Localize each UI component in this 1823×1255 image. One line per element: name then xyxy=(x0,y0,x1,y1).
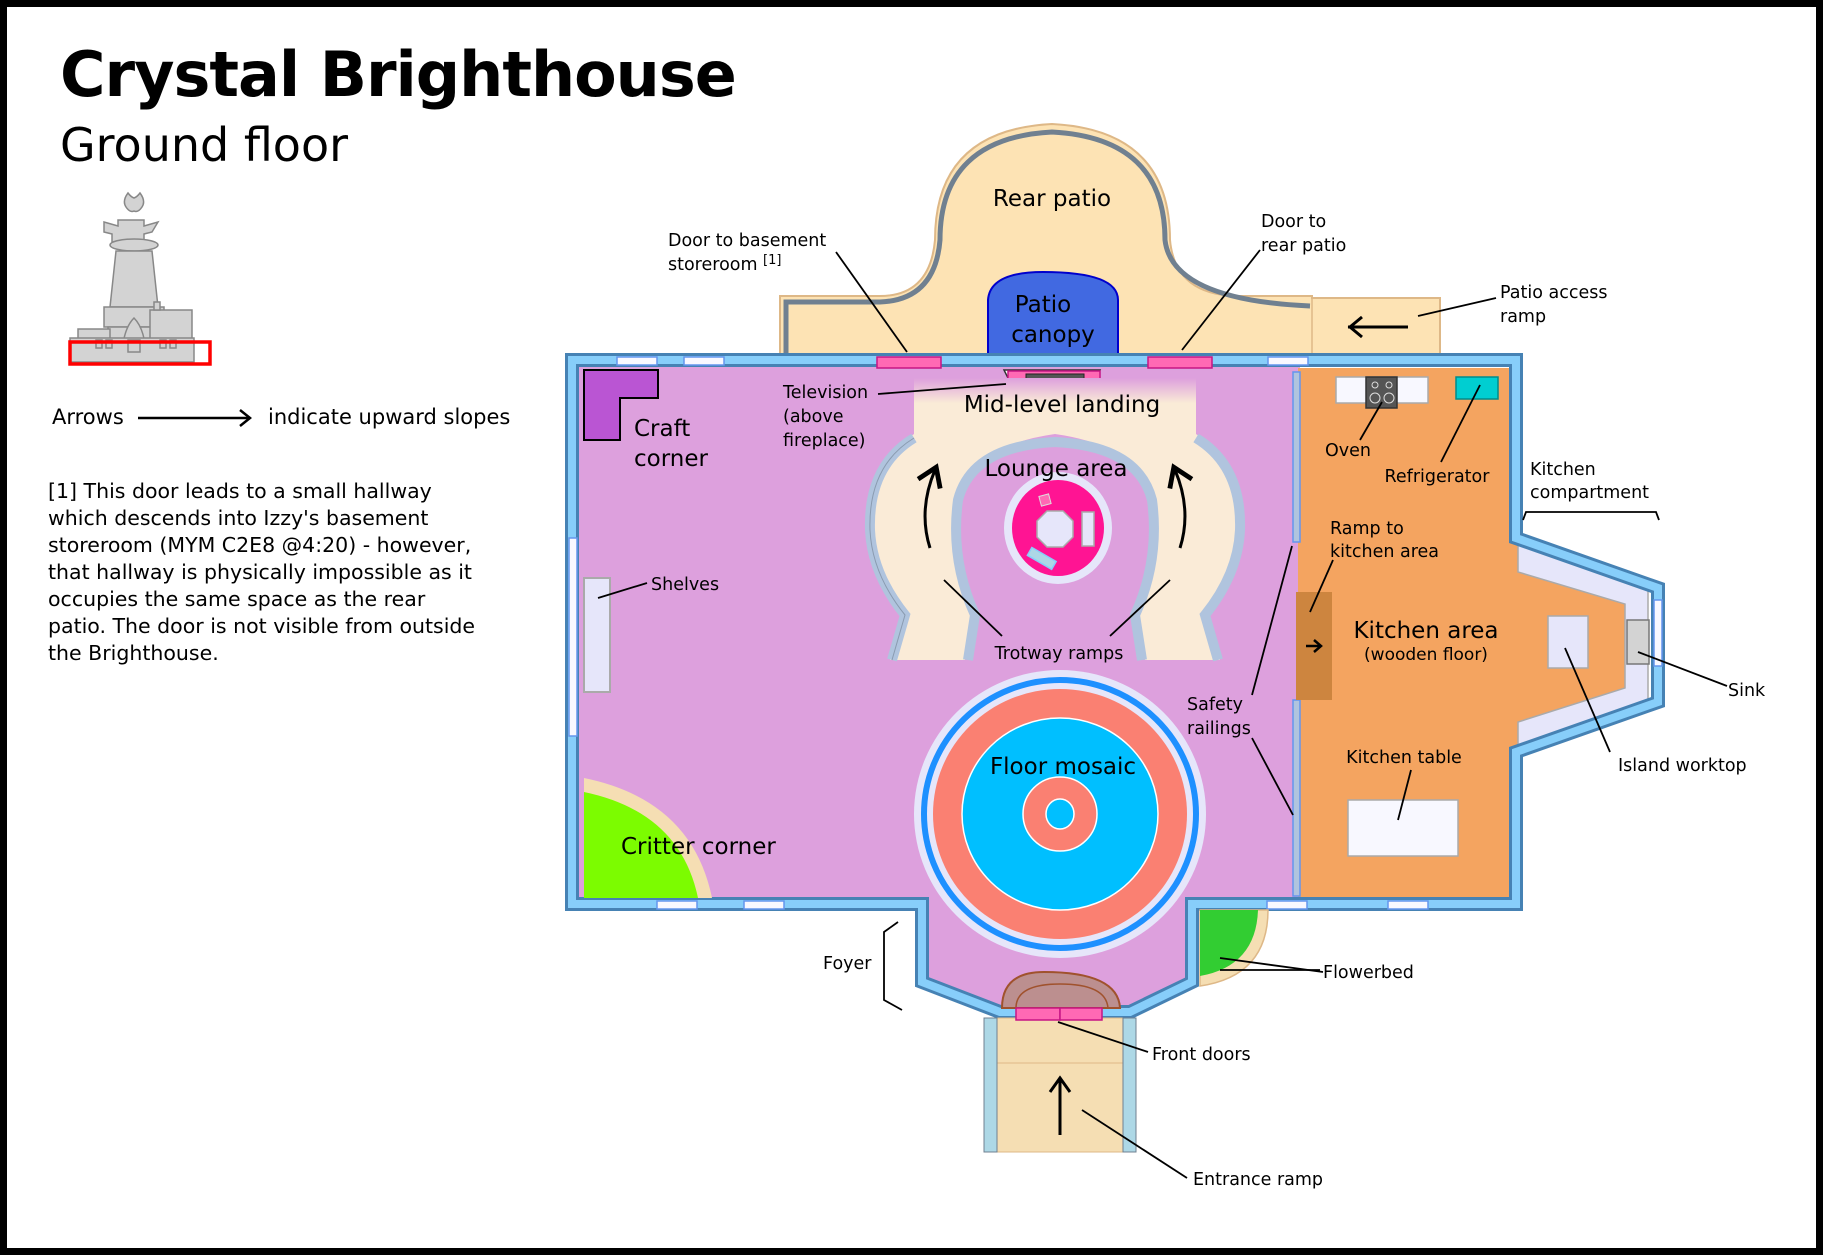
label-entrance-ramp: Entrance ramp xyxy=(1193,1170,1323,1190)
flowerbed xyxy=(1200,910,1258,976)
leader-lines xyxy=(597,249,1728,1179)
window xyxy=(1267,356,1309,366)
label-refrigerator: Refrigerator xyxy=(1385,467,1491,487)
label-door-basement-2: storeroom xyxy=(668,255,758,275)
window xyxy=(743,900,785,910)
kitchen-floor xyxy=(1298,368,1632,898)
window xyxy=(1387,900,1429,910)
brighthouse-thumbnail-icon xyxy=(69,191,195,363)
window xyxy=(568,537,578,737)
label-kitchen-area: Kitchen area xyxy=(1353,618,1498,644)
label-kitchen-compartment-2: compartment xyxy=(1530,483,1649,503)
window xyxy=(1653,599,1663,667)
legend-arrowhead-icon xyxy=(239,409,253,427)
label-ramp-to-kitchen-1: Ramp to xyxy=(1330,519,1404,539)
label-safety-railings-2: railings xyxy=(1187,719,1251,739)
label-door-basement-ref: [1] xyxy=(763,253,781,268)
window xyxy=(616,356,658,366)
windows xyxy=(568,356,1663,910)
label-kitchen-table: Kitchen table xyxy=(1346,748,1462,768)
label-patio-canopy-1: Patio xyxy=(1015,292,1071,318)
label-foyer: Foyer xyxy=(823,954,872,974)
current-floor-highlight xyxy=(68,340,212,366)
page-title: Crystal Brighthouse xyxy=(60,38,737,111)
label-television-1: Television xyxy=(782,383,868,403)
kitchen-table xyxy=(1347,799,1459,857)
label-patio-ramp-1: Patio access xyxy=(1500,283,1607,303)
floor-mosaic xyxy=(914,670,1206,958)
label-craft-corner-1: Craft xyxy=(634,416,690,442)
label-safety-railings-1: Safety xyxy=(1187,695,1243,715)
island-worktop xyxy=(1547,615,1589,669)
sink-icon xyxy=(1626,619,1650,665)
lounge-rug xyxy=(1004,472,1112,584)
window xyxy=(683,356,725,366)
safety-railing-bottom xyxy=(1292,699,1301,897)
entrance-rail-right xyxy=(1122,1017,1137,1153)
patio-canopy xyxy=(987,270,1119,359)
label-patio-ramp-2: ramp xyxy=(1500,307,1546,327)
label-patio-canopy-2: canopy xyxy=(1011,322,1095,348)
label-ramp-to-kitchen-2: kitchen area xyxy=(1330,542,1439,562)
footnote: [1] This door leads to a small hallway w… xyxy=(48,479,476,665)
label-critter-corner: Critter corner xyxy=(621,834,776,860)
legend-slopes-label: indicate upward slopes xyxy=(268,405,511,429)
label-door-rear-patio-2: rear patio xyxy=(1261,236,1346,256)
legend-arrows-label: Arrows xyxy=(52,405,124,429)
page-subtitle: Ground floor xyxy=(60,118,348,172)
front-mat xyxy=(1000,970,1122,1009)
front-door-left[interactable] xyxy=(1015,1007,1061,1021)
label-television-2: (above xyxy=(783,407,844,427)
label-front-doors: Front doors xyxy=(1152,1045,1251,1065)
label-kitchen-compartment-1: Kitchen xyxy=(1530,460,1596,480)
cushion xyxy=(1026,546,1058,571)
trotway-ramp-right-arrow-icon xyxy=(1167,463,1194,549)
label-trotway-ramps: Trotway ramps xyxy=(994,644,1124,664)
window xyxy=(656,900,698,910)
label-rear-patio: Rear patio xyxy=(993,186,1111,212)
entrance-rail-left xyxy=(983,1017,998,1153)
label-floor-mosaic: Floor mosaic xyxy=(990,754,1136,780)
sofa xyxy=(1081,511,1095,547)
label-lounge-area: Lounge area xyxy=(985,456,1128,482)
stool xyxy=(1038,493,1052,507)
critter-corner xyxy=(584,792,698,898)
lounge-table xyxy=(1036,510,1074,548)
label-flowerbed: Flowerbed xyxy=(1323,963,1414,983)
label-shelves: Shelves xyxy=(651,575,719,595)
label-island-worktop: Island worktop xyxy=(1618,756,1747,776)
label-craft-corner-2: corner xyxy=(634,446,708,472)
window xyxy=(1266,900,1308,910)
label-television-3: fireplace) xyxy=(783,431,866,451)
label-kitchen-floor-note: (wooden floor) xyxy=(1364,645,1488,665)
trotway-ramp-left-arrow-icon xyxy=(916,463,943,549)
shelves xyxy=(583,577,611,693)
safety-railing-top xyxy=(1292,371,1301,543)
craft-corner xyxy=(583,369,659,441)
door-rear-patio[interactable] xyxy=(1147,356,1213,369)
front-door-right[interactable] xyxy=(1059,1007,1103,1021)
refrigerator-icon xyxy=(1455,376,1499,400)
label-door-basement-1: Door to basement xyxy=(668,231,826,251)
label-door-rear-patio-1: Door to xyxy=(1261,212,1326,232)
label-oven: Oven xyxy=(1325,441,1371,461)
trotway-ramps xyxy=(864,433,1246,662)
patio-railing xyxy=(783,129,1311,362)
label-mid-level-landing: Mid-level landing xyxy=(964,392,1160,418)
label-sink: Sink xyxy=(1728,681,1766,701)
door-basement-storeroom[interactable] xyxy=(876,356,942,369)
